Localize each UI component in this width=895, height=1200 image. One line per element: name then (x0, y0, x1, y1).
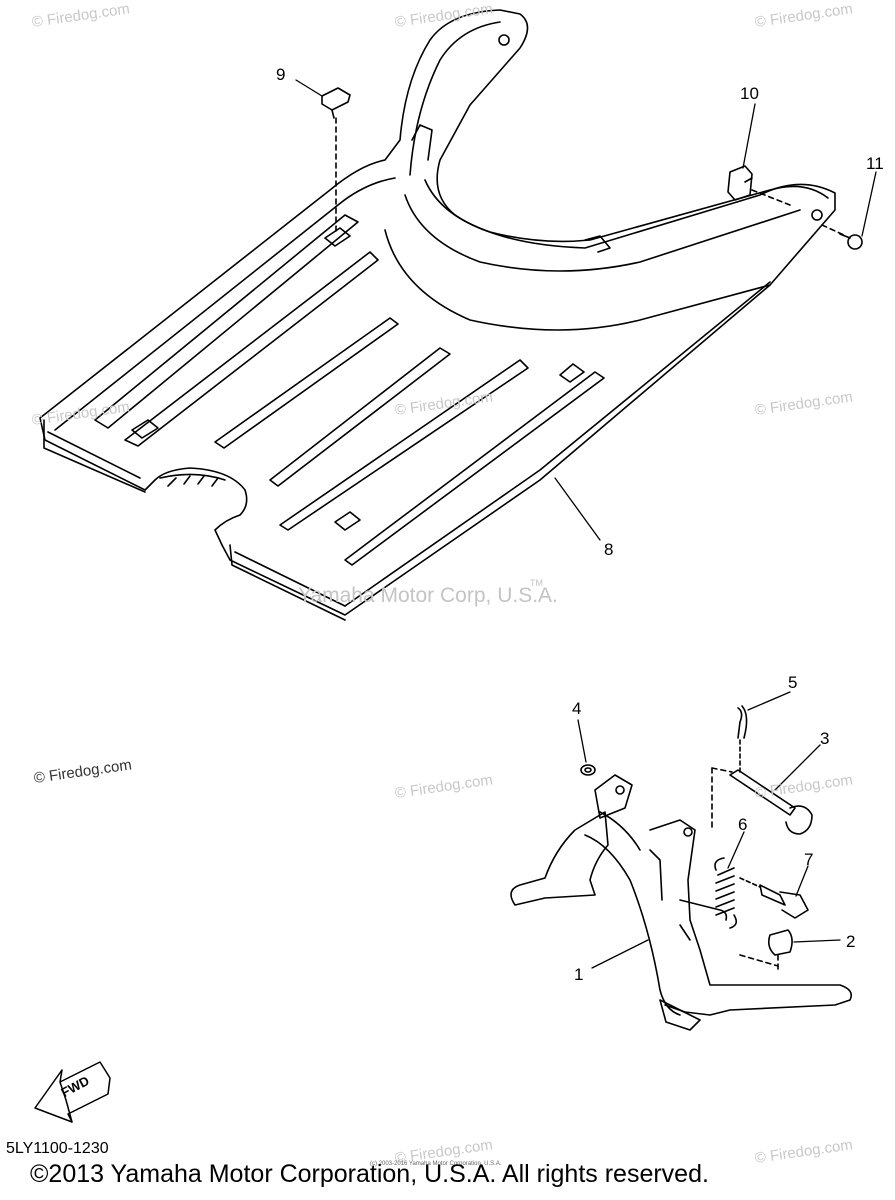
copyright-notice: ©2013 Yamaha Motor Corporation, U.S.A. A… (30, 1160, 709, 1188)
corp-watermark: Yamaha Motor Corp, U.S.A. (298, 584, 558, 607)
callout-6: 6 (738, 815, 748, 834)
callout-5: 5 (788, 673, 798, 692)
callout-2: 2 (846, 932, 856, 951)
callout-1: 1 (574, 965, 584, 984)
tm-mark: TM (530, 578, 543, 588)
bolt-part-7 (739, 877, 809, 971)
callout-8: 8 (604, 540, 614, 559)
spring-part-6 (714, 857, 738, 929)
nut-clip-part-10 (727, 165, 791, 206)
main-stand-part (510, 774, 853, 1031)
callout-9: 9 (276, 65, 286, 84)
leader-lines (295, 79, 877, 969)
callout-10: 10 (740, 84, 759, 103)
washer-part-4 (580, 764, 596, 776)
callout-4: 4 (572, 699, 582, 718)
callout-11: 11 (866, 154, 884, 173)
fine-print: (c) 2003-2016 Yamaha Motor Corporation, … (370, 1161, 502, 1167)
pin-part-3 (711, 767, 813, 835)
screw-part-11 (821, 224, 863, 250)
floor-board-part (39, 9, 836, 621)
cap-part-2 (768, 929, 793, 956)
bolt-part-9 (321, 87, 351, 233)
callout-3: 3 (820, 729, 830, 748)
diagram-code: 5LY1100-1230 (6, 1140, 109, 1157)
cotter-pin-part-5 (737, 705, 748, 773)
callout-7: 7 (804, 850, 814, 869)
fwd-arrow-icon (34, 1061, 111, 1123)
